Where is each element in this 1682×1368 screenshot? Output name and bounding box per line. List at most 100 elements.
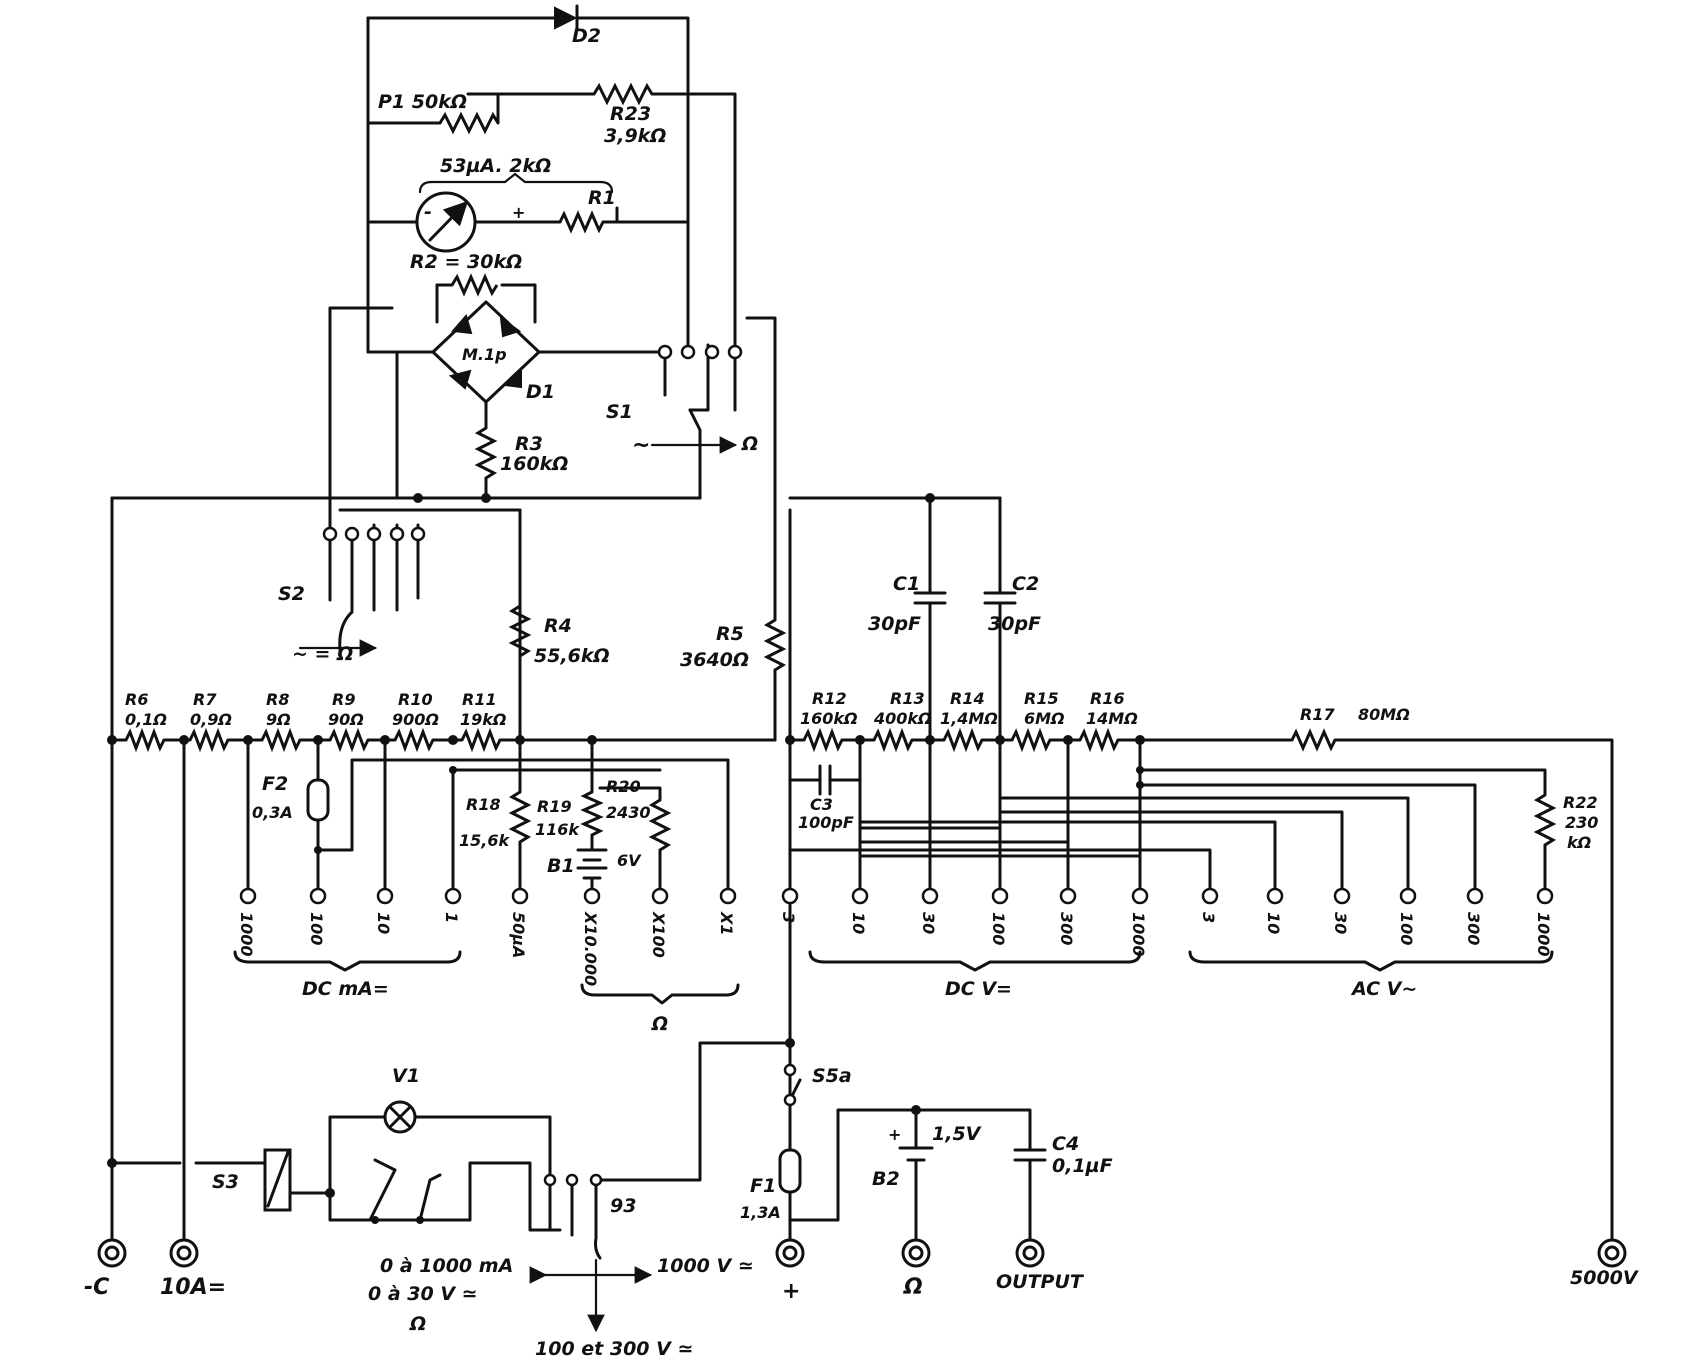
range-label-ma-1: 1	[442, 912, 461, 923]
resistor-r9	[328, 727, 370, 753]
label-r12-value: 160kΩ	[800, 709, 858, 728]
label-c4-value: 0,1µF	[1052, 1155, 1113, 1177]
range-label-acv-30: 30	[1331, 912, 1350, 934]
resistor-r20	[648, 798, 672, 852]
terminal-ohm-x1[interactable]	[719, 887, 737, 905]
label-s1-ohm: Ω	[741, 433, 758, 455]
resistor-r6	[124, 727, 166, 753]
range-label-acv-3: 3	[1199, 912, 1218, 923]
label-p1: P1 50kΩ	[378, 91, 467, 113]
terminal-dcv-100[interactable]	[991, 887, 1009, 905]
terminal-ma-100[interactable]	[309, 887, 327, 905]
label-r23-value: 3,9kΩ	[604, 125, 666, 147]
label-b2-value: 1,5V	[932, 1123, 982, 1145]
label-r5-value: 3640Ω	[680, 649, 749, 671]
label-terminal-plus: +	[782, 1279, 800, 1304]
s2-wiper	[338, 610, 354, 652]
terminal-dcv-3[interactable]	[781, 887, 799, 905]
label-r6: R6	[125, 690, 148, 709]
resistor-p1	[438, 111, 500, 135]
resistor-r1	[558, 210, 605, 234]
terminal-acv-30[interactable]	[1333, 887, 1351, 905]
terminal-dcv-300[interactable]	[1059, 887, 1077, 905]
terminal-plus[interactable]	[775, 1238, 805, 1268]
range-label-dcv-10: 10	[849, 912, 868, 934]
binding-posts: -C 10A= + Ω OUTPUT 5000V	[84, 1238, 1639, 1304]
group-label-dc-v: DC V=	[945, 978, 1012, 1000]
label-f1-value: 1,3A	[740, 1203, 781, 1222]
terminal-acv-3[interactable]	[1201, 887, 1219, 905]
terminal-10a[interactable]	[169, 1238, 199, 1268]
label-r20: R20	[606, 777, 641, 796]
terminal-dcv-30[interactable]	[921, 887, 939, 905]
resistor-r7	[188, 727, 230, 753]
note-left-line2: 0 à 30 V ≃	[368, 1283, 478, 1305]
label-r7: R7	[193, 690, 217, 709]
label-r10-value: 900Ω	[392, 710, 439, 729]
label-d2: D2	[572, 25, 601, 47]
label-r8: R8	[266, 690, 289, 709]
label-c3-value: 100pF	[798, 813, 854, 832]
s2-contact-4	[389, 526, 405, 542]
resistor-r19	[580, 790, 604, 837]
resistor-r3	[474, 426, 498, 480]
label-r4-value: 55,6kΩ	[534, 645, 610, 667]
fuse-f2	[306, 778, 330, 822]
label-r4: R4	[544, 615, 572, 637]
label-s2-modes: ~ = Ω	[292, 643, 353, 665]
label-r13: R13	[890, 689, 925, 708]
terminal-5000v[interactable]	[1597, 1238, 1627, 1268]
label-f2: F2	[262, 773, 288, 795]
terminal-acv-10[interactable]	[1266, 887, 1284, 905]
terminal-acv-100[interactable]	[1399, 887, 1417, 905]
terminal-ua-50[interactable]	[511, 887, 529, 905]
label-r10: R10	[398, 690, 433, 709]
label-r22-value: 230	[1565, 813, 1598, 832]
label-r3-value: 160kΩ	[500, 453, 568, 475]
brace-dc-ma	[233, 950, 462, 972]
fuse-f1	[778, 1148, 802, 1194]
range-label-dcv-1000: 1000	[1129, 912, 1148, 957]
range-label-ma-100: 100	[307, 912, 326, 945]
resistor-r18	[508, 790, 532, 844]
resistor-r5	[763, 618, 787, 672]
bridge-diode-4	[502, 366, 522, 389]
terminal-ohm-x10000[interactable]	[583, 887, 601, 905]
terminal-ma-1000[interactable]	[239, 887, 257, 905]
label-b1-value: 6V	[617, 851, 642, 870]
meter-bracket	[418, 172, 614, 194]
label-r17: R17	[1300, 705, 1335, 724]
range-label-ohm-x10000: X10.000	[581, 911, 600, 986]
meter-section: D2 P1 50kΩ R23 3,9kΩ 53µA. 2kΩ - + R1 R2…	[328, 4, 777, 622]
terminal-ma-10[interactable]	[376, 887, 394, 905]
terminal-ohm[interactable]	[901, 1238, 931, 1268]
label-s1-ac: ~	[632, 433, 650, 458]
dc-ma-terminals: 1000 100 10 1 50µA X10.000 X100 X1 DC mA…	[233, 887, 740, 1035]
label-r14-value: 1,4MΩ	[940, 709, 998, 728]
label-c1: C1	[893, 573, 920, 595]
s3-contact-1	[543, 1173, 557, 1187]
terminal-common[interactable]	[97, 1238, 127, 1268]
label-r18-value: 15,6k	[459, 831, 510, 850]
diode-d2	[554, 4, 579, 32]
label-r22-value2: kΩ	[1567, 833, 1591, 852]
terminal-dcv-10[interactable]	[851, 887, 869, 905]
terminal-acv-1000[interactable]	[1536, 887, 1554, 905]
note-down: 100 et 300 V ≃	[535, 1338, 693, 1360]
terminal-dcv-1000[interactable]	[1131, 887, 1149, 905]
label-c1-value: 30pF	[868, 613, 921, 635]
label-v1: V1	[392, 1065, 420, 1087]
terminal-acv-300[interactable]	[1466, 887, 1484, 905]
label-r16-value: 14MΩ	[1086, 709, 1138, 728]
label-bridge: M.1p	[462, 345, 507, 364]
label-terminal-5000v: 5000V	[1570, 1267, 1639, 1289]
terminal-output[interactable]	[1015, 1238, 1045, 1268]
label-r1: R1	[588, 187, 616, 209]
bridge-diode-2	[499, 315, 522, 338]
terminal-ohm-x100[interactable]	[651, 887, 669, 905]
note-right: 1000 V ≃	[657, 1255, 754, 1277]
terminal-ma-1[interactable]	[444, 887, 462, 905]
s5a-contact	[783, 1063, 797, 1077]
range-label-acv-300: 300	[1464, 912, 1483, 945]
